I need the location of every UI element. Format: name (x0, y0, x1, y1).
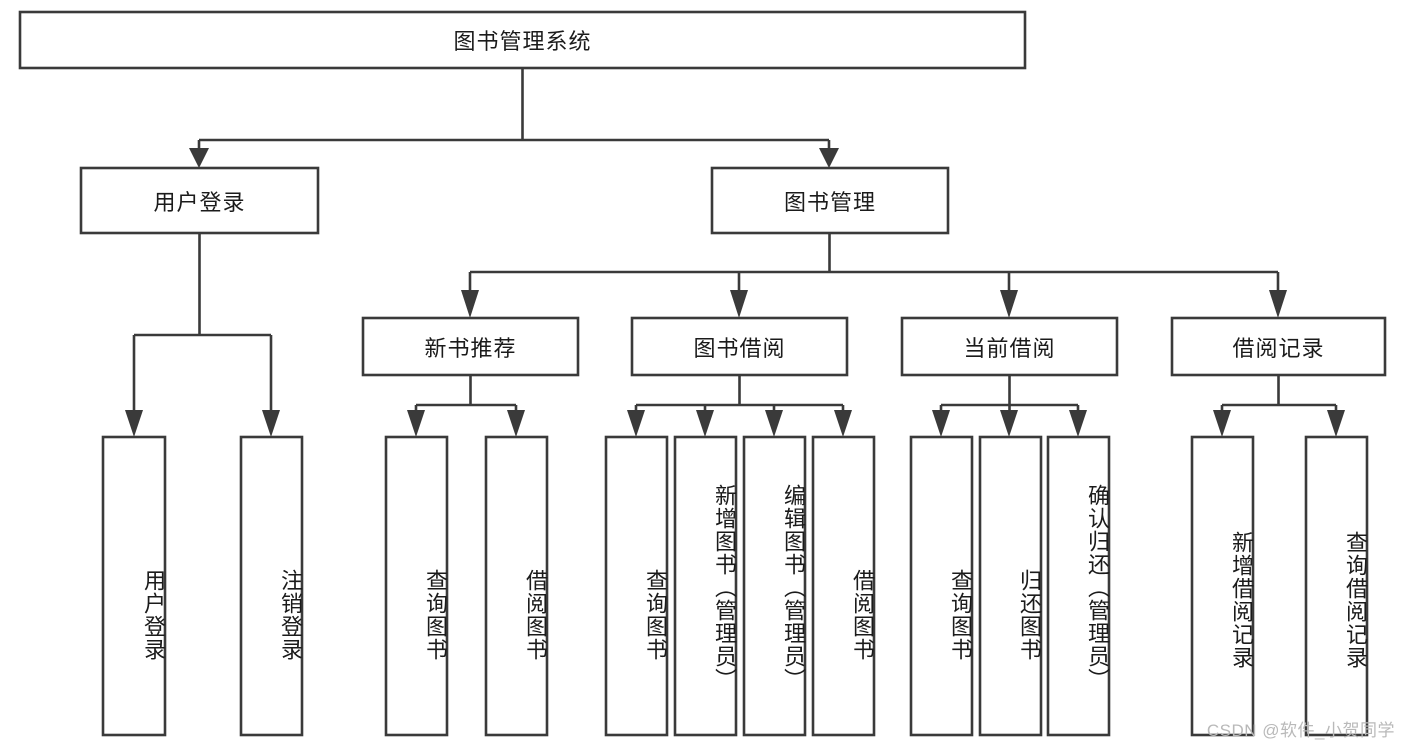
node-current-borrow[interactable] (900, 316, 1119, 377)
node-root[interactable] (18, 10, 1027, 70)
arrow-head-cb-leaf-3 (1069, 410, 1087, 437)
arrow-head-br-leaf-2 (1327, 410, 1345, 437)
arrow-head-bb-leaf-3 (765, 410, 783, 437)
arrow-head-borrow-record (1269, 290, 1287, 318)
node-leaf-user-login[interactable] (101, 435, 167, 737)
node-borrow-record[interactable] (1170, 316, 1387, 377)
arrow-head-leaf-logout (262, 410, 280, 437)
node-new-book-recommend[interactable] (361, 316, 580, 377)
arrow-head-bb-leaf-4 (834, 410, 852, 437)
node-leaf-cb-query-book[interactable] (909, 435, 974, 737)
node-leaf-logout[interactable] (239, 435, 304, 737)
node-leaf-nb-query-book[interactable] (384, 435, 449, 737)
arrow-head-bb-leaf-2 (696, 410, 714, 437)
arrow-head-book-borrow (730, 290, 748, 318)
arrow-head-user-login (189, 148, 209, 168)
node-book-borrow[interactable] (630, 316, 849, 377)
node-leaf-bb-query-book[interactable] (604, 435, 669, 737)
arrow-head-nb-leaf-1 (407, 410, 425, 437)
arrow-head-bb-leaf-1 (627, 410, 645, 437)
connector-layer (125, 68, 1345, 437)
arrow-head-new-book (461, 290, 479, 318)
node-leaf-br-query-record[interactable] (1304, 435, 1369, 737)
node-leaf-nb-borrow-book[interactable] (484, 435, 549, 737)
arrow-head-cb-leaf-2 (1000, 410, 1018, 437)
arrow-head-br-leaf-1 (1213, 410, 1231, 437)
arrow-head-leaf-user-login (125, 410, 143, 437)
arrow-head-nb-leaf-2 (507, 410, 525, 437)
node-leaf-cb-confirm-return[interactable] (1046, 435, 1111, 737)
node-leaf-bb-add-book[interactable] (673, 435, 738, 737)
node-box-layer (18, 10, 1387, 737)
csdn-watermark: CSDN @软件_小贺同学 (1206, 721, 1395, 740)
arrow-head-book-manage (819, 148, 839, 168)
arrow-head-current-borrow (1000, 290, 1018, 318)
node-leaf-bb-borrow-book[interactable] (811, 435, 876, 737)
node-leaf-cb-return-book[interactable] (978, 435, 1043, 737)
node-user-login[interactable] (79, 166, 320, 235)
node-leaf-bb-edit-book[interactable] (742, 435, 807, 737)
node-book-manage[interactable] (710, 166, 950, 235)
node-leaf-br-add-record[interactable] (1190, 435, 1255, 737)
arrow-head-cb-leaf-1 (932, 410, 950, 437)
